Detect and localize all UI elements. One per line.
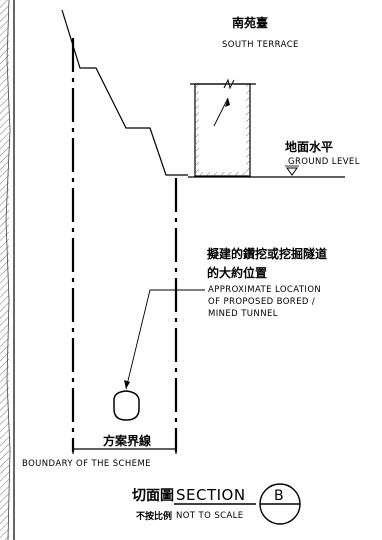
tunnel-symbol — [113, 390, 140, 421]
tunnel-label-cn-2: 的大約位置 — [207, 265, 267, 280]
scale-label-en: NOT TO SCALE — [176, 511, 244, 521]
section-label-en: SECTION — [176, 486, 246, 504]
boundary-label-cn: 方案界線 — [103, 433, 151, 448]
terrain-hatch-edge — [0, 0, 11, 540]
tunnel-label-en-1: APPROXIMATE LOCATION — [208, 285, 321, 295]
tunnel-leader — [124, 289, 205, 390]
scale-label-cn: 不按比例 — [136, 510, 172, 522]
boundary-label-en: BOUNDARY OF THE SCHEME — [22, 459, 151, 469]
section-title-block — [174, 483, 301, 525]
boundary-dimension — [72, 442, 177, 454]
terrace-label-cn: 南苑臺 — [232, 15, 268, 30]
tunnel-label-cn-1: 擬建的鑽挖或挖掘隧道 — [207, 246, 327, 261]
section-id: B — [274, 488, 284, 504]
tunnel-label-en-2: OF PROPOSED BORED / — [208, 297, 315, 307]
ground-level-marker — [285, 165, 299, 176]
tunnel-label-en-3: MINED TUNNEL — [208, 309, 278, 319]
ground-label-en: GROUND LEVEL — [288, 157, 360, 167]
south-terrace-structure — [190, 78, 256, 177]
section-label-cn: 切面圖 — [132, 487, 174, 504]
terrace-label-en: SOUTH TERRACE — [222, 40, 299, 50]
ground-label-cn: 地面水平 — [285, 139, 333, 154]
ground-profile-line — [61, 9, 188, 176]
